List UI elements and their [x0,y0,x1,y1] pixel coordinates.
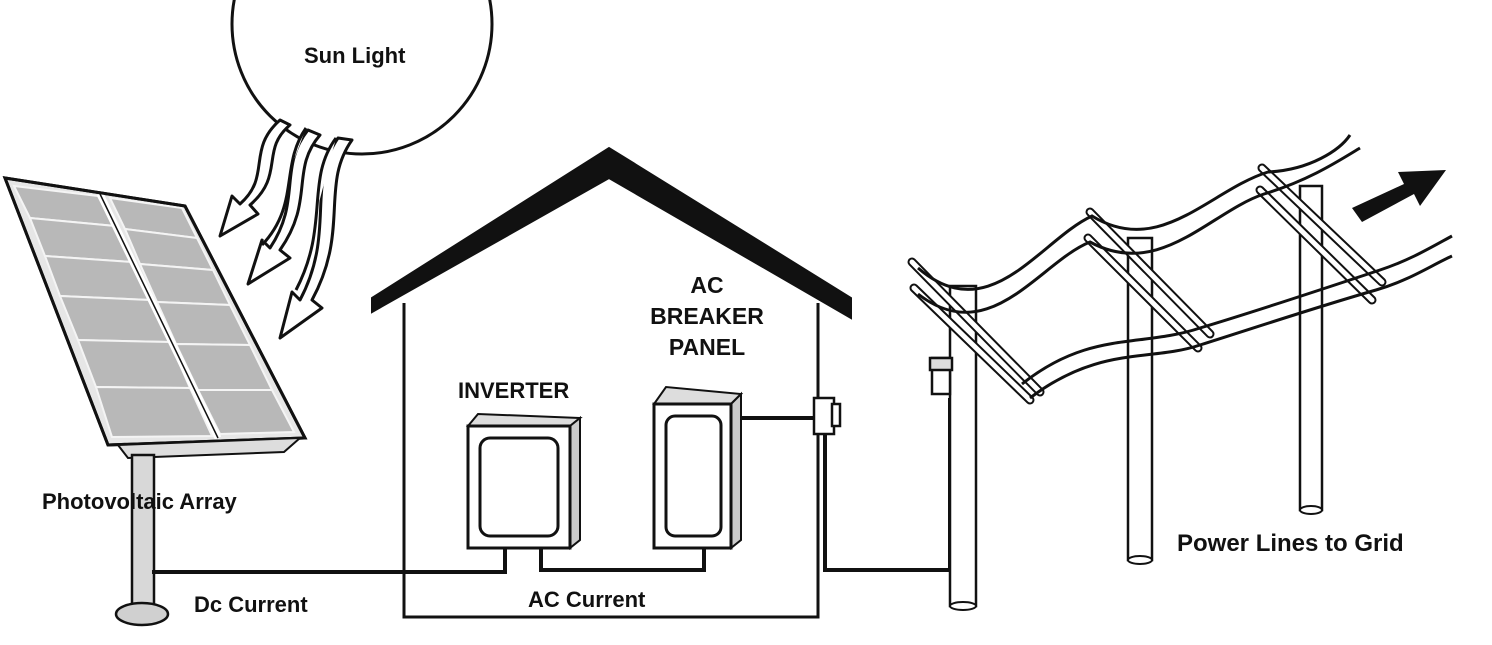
ac-current-label: AC Current [528,587,646,612]
sun-label: Sun Light [304,43,406,68]
photovoltaic-array-label: Photovoltaic Array [42,489,237,514]
arrow-icon [1352,170,1446,222]
sunlight-rays-icon [218,118,354,340]
inverter-box-icon [465,412,583,551]
breaker-label-line-1: AC [690,272,724,298]
power-lines-icon [907,134,1453,611]
breaker-box-icon [652,385,744,551]
solar-panel-icon [2,176,308,627]
power-lines-label: Power Lines to Grid [1177,530,1404,557]
pole-meter-icon [928,356,954,396]
breaker-label-line-2: BREAKER [650,303,764,329]
breaker-label-line-3: PANEL [668,334,746,360]
house-icon [371,146,852,619]
meter-icon [812,396,842,436]
sun-icon [230,0,494,156]
dc-current-label: Dc Current [194,592,308,617]
inverter-label: INVERTER [458,378,570,403]
breaker-panel-label: AC BREAKER PANEL [648,270,766,363]
